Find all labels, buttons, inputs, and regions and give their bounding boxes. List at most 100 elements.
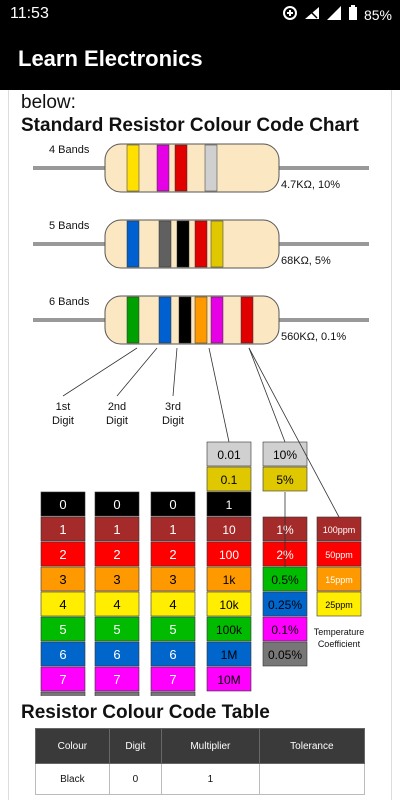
digit-cell [150, 616, 196, 642]
tolerance-cell [262, 591, 308, 617]
tempco-label: 25ppm [325, 600, 353, 610]
multiplier-cell [206, 591, 252, 617]
multiplier-cell [206, 466, 252, 492]
tolerance-label: 0.5% [271, 573, 299, 587]
digit-cell [94, 616, 140, 642]
digit-cell [40, 691, 86, 696]
digit-cell [94, 516, 140, 542]
resistor-band [176, 220, 190, 268]
digit-label: 3 [113, 572, 120, 587]
multiplier-label: 1k [223, 573, 237, 587]
table-cell: 0 [108, 763, 163, 795]
digit-label: 3 [169, 572, 176, 587]
resistor-band [126, 144, 140, 192]
tempco-label: 15ppm [325, 575, 353, 585]
multiplier-cell [206, 541, 252, 567]
digit-label: 7 [59, 672, 66, 687]
chart-heading: Standard Resistor Colour Code Chart [21, 115, 359, 136]
status-bar: 11:53 85% [0, 0, 400, 28]
multiplier-label: 10k [219, 598, 239, 612]
digit-cell [150, 541, 196, 567]
tempco-label: 50ppm [325, 550, 353, 560]
digit-cell [94, 541, 140, 567]
digit-cell [40, 666, 86, 692]
tempco-cell [316, 541, 362, 567]
content-scroll[interactable]: below: Standard Resistor Colour Code Cha… [8, 90, 392, 800]
resistor-label: 4 Bands [49, 144, 90, 156]
multiplier-label: 100 [219, 548, 239, 562]
digit-cell [40, 516, 86, 542]
connector-line [208, 347, 230, 443]
column-header: Digit [52, 415, 74, 427]
digit-cell [94, 566, 140, 592]
column-header: Digit [106, 415, 128, 427]
table-header-cell: Multiplier [161, 728, 260, 764]
tolerance-cell [262, 641, 308, 667]
connector-line [62, 347, 138, 397]
digit-label: 5 [113, 622, 120, 637]
multiplier-label: 10 [222, 523, 236, 537]
resistor-band [126, 296, 140, 344]
digit-label: 1 [59, 522, 66, 537]
tolerance-label: 10% [273, 448, 297, 462]
digit-cell [150, 566, 196, 592]
resistor-body [104, 143, 280, 193]
table-cell: Black [35, 763, 110, 795]
digit-cell [40, 491, 86, 517]
resistor-body [104, 219, 280, 269]
app-bar: Learn Electronics [0, 28, 400, 90]
digit-cell [40, 566, 86, 592]
digit-label: 2 [169, 547, 176, 562]
connector-line [116, 347, 158, 397]
digit-label: 5 [169, 622, 176, 637]
tolerance-cell [262, 616, 308, 642]
multiplier-cell [206, 516, 252, 542]
tempco-caption: Coefficient [318, 639, 361, 649]
status-icons: 85% [282, 5, 392, 24]
digit-cell [94, 591, 140, 617]
signal-icon [326, 5, 342, 24]
digit-label: 0 [113, 497, 120, 512]
multiplier-label: 0.1 [221, 473, 238, 487]
tolerance-cell [262, 566, 308, 592]
resistor-band [204, 144, 218, 192]
tempco-label: 100ppm [323, 525, 356, 535]
digit-cell [40, 641, 86, 667]
tolerance-cell [262, 466, 308, 492]
multiplier-label: 1M [221, 648, 238, 662]
battery-percent: 85% [363, 6, 392, 23]
digit-cell [150, 691, 196, 696]
multiplier-label: 100k [216, 623, 243, 637]
column-header: Digit [162, 415, 184, 427]
digit-label: 6 [113, 647, 120, 662]
column-header: 3rd [165, 401, 181, 413]
digit-label: 1 [113, 522, 120, 537]
resistor-value: 4.7KΩ, 10% [281, 179, 340, 191]
tempco-cell [316, 591, 362, 617]
digit-label: 2 [113, 547, 120, 562]
status-time: 11:53 [10, 5, 49, 22]
tempco-caption: Temperature [314, 627, 365, 637]
digit-cell [94, 691, 140, 696]
table-header-cell: Tolerance [258, 728, 366, 764]
digit-cell [150, 641, 196, 667]
resistor-band [126, 220, 140, 268]
resistor-band [210, 220, 224, 268]
digit-cell [94, 666, 140, 692]
table-header-cell: Colour [35, 728, 110, 764]
multiplier-cell [206, 441, 252, 467]
resistor-band [194, 220, 208, 268]
digit-label: 0 [59, 497, 66, 512]
multiplier-cell [206, 616, 252, 642]
resistor-value: 68KΩ, 5% [281, 255, 331, 267]
digit-cell [94, 641, 140, 667]
tolerance-label: 0.25% [268, 598, 302, 612]
resistor-band [174, 144, 188, 192]
multiplier-cell [206, 491, 252, 517]
multiplier-cell [206, 641, 252, 667]
connector-line [172, 347, 178, 397]
digit-cell [40, 591, 86, 617]
